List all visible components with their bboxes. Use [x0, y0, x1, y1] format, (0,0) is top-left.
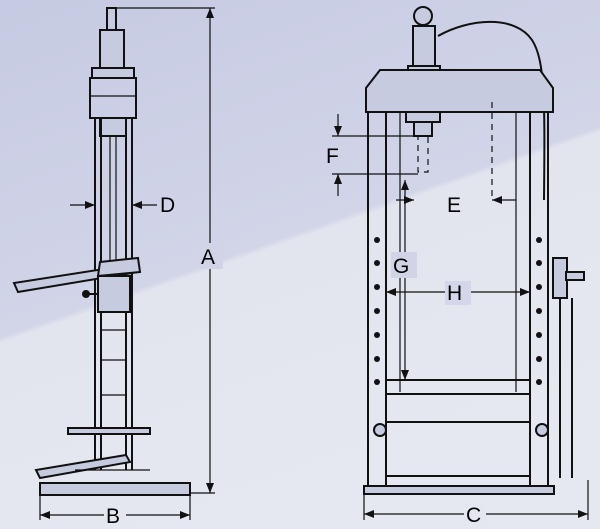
dimension-c: C — [363, 480, 589, 527]
column-holes-right — [536, 237, 542, 385]
front-top-beam — [365, 69, 554, 113]
front-cylinder-knob — [413, 6, 433, 26]
label-c: C — [466, 504, 481, 527]
front-view — [363, 6, 585, 495]
side-ram — [99, 117, 127, 137]
front-cylinder — [412, 25, 436, 72]
side-pump-body — [97, 275, 131, 313]
hydraulic-hose — [437, 20, 546, 201]
front-bolt-right — [535, 423, 549, 437]
front-lower-frame — [385, 421, 531, 477]
label-g: G — [393, 255, 409, 278]
front-bed — [385, 379, 531, 395]
label-h: H — [447, 282, 462, 305]
dimension-g: G — [391, 180, 417, 380]
label-f: F — [326, 145, 339, 168]
front-pump — [552, 257, 568, 299]
front-ram-flange — [405, 111, 441, 123]
side-cylinder — [99, 29, 125, 69]
label-b: B — [106, 505, 120, 528]
side-cylinder-cap — [91, 67, 135, 79]
dimension-h: H — [386, 281, 530, 305]
dimension-f: F — [326, 114, 418, 196]
front-ram-extended — [417, 135, 429, 173]
side-foot-pedal — [34, 453, 132, 480]
side-lever-pivot — [96, 256, 142, 278]
front-bolt-left — [373, 423, 387, 437]
dimension-a: A — [115, 7, 223, 494]
side-base — [39, 482, 191, 496]
label-a: A — [201, 246, 215, 269]
dimension-b: B — [39, 495, 191, 528]
front-ram-nut — [413, 121, 433, 137]
column-holes-left — [374, 237, 380, 385]
side-view — [12, 7, 191, 496]
dimension-d: D — [70, 194, 175, 217]
side-crossbar — [67, 427, 151, 435]
label-d: D — [160, 194, 175, 217]
label-e: E — [447, 194, 461, 217]
front-base — [363, 485, 555, 495]
